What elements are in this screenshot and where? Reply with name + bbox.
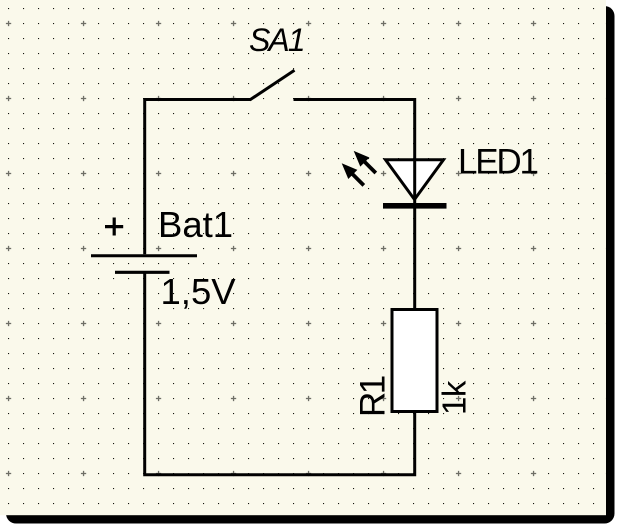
svg-text:1,5V: 1,5V: [161, 271, 237, 312]
svg-text:R1: R1: [353, 376, 392, 417]
svg-text:Bat1: Bat1: [158, 204, 233, 245]
svg-text:LED1: LED1: [458, 143, 537, 182]
svg-text:1k: 1k: [436, 380, 473, 415]
svg-text:SA1: SA1: [249, 22, 304, 58]
